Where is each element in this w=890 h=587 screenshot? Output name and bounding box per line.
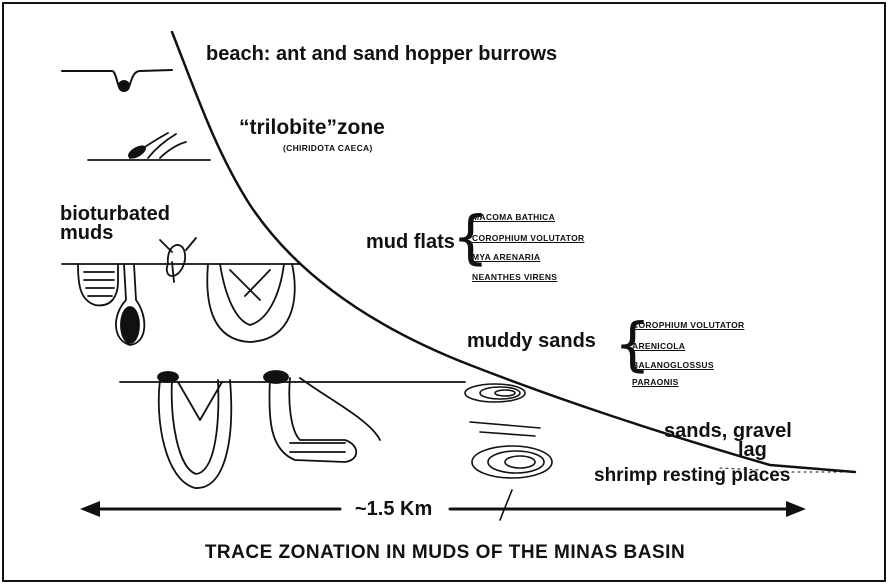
species-item: MACOMA BATHICA (472, 212, 555, 222)
figure-caption: TRACE ZONATION IN MUDS OF THE MINAS BASI… (0, 542, 890, 564)
species-item: NEANTHES VIRENS (472, 272, 557, 282)
species-item: BALANOGLOSSUS (632, 360, 714, 370)
muddy-sands-label: muddy sands (467, 330, 596, 353)
species-item: COROPHIUM VOLUTATOR (632, 320, 744, 330)
sands-gravel-label: sands, gravel (664, 420, 792, 443)
species-item: COROPHIUM VOLUTATOR (472, 233, 584, 243)
sands-gravel-label-2: lag (738, 439, 767, 462)
beach-label: beach: ant and sand hopper burrows (206, 43, 557, 66)
species-item: ARENICOLA (632, 341, 685, 351)
species-item: MYA ARENARIA (472, 252, 540, 262)
arrow-right-head (786, 501, 806, 517)
beach-burrow-sketch (62, 70, 172, 91)
trilobite-species: (CHIRIDOTA CAECA) (283, 143, 373, 153)
distance-label: ~1.5 Km (355, 498, 432, 521)
arrow-left-head (80, 501, 100, 517)
mud-flats-label: mud flats (366, 231, 455, 254)
shrimp-resting-sketch (465, 384, 552, 520)
deep-burrows-sketch (120, 371, 465, 488)
species-item: PARAONIS (632, 377, 679, 387)
trilobite-zone-label: “trilobite”zone (239, 116, 385, 140)
bioturbated-label-2: muds (60, 222, 113, 245)
trilobite-trace-sketch (88, 133, 210, 160)
bioturbated-burrows-sketch (62, 238, 300, 345)
shrimp-label: shrimp resting places (594, 465, 790, 487)
